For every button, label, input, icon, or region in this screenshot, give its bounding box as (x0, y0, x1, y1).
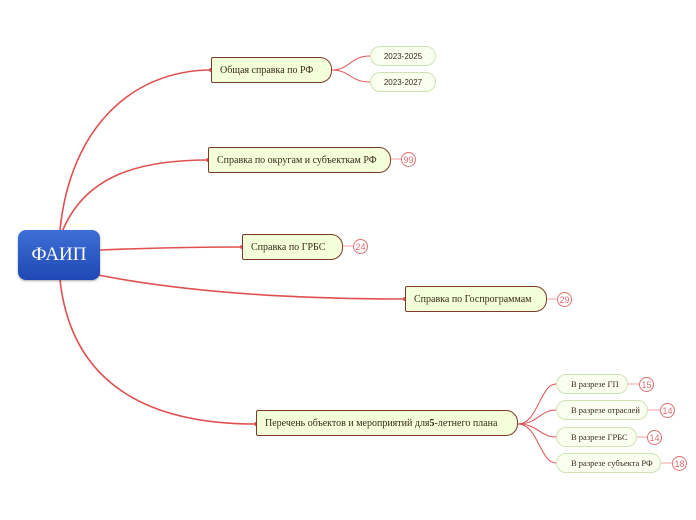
root-node[interactable]: ФАИП (18, 230, 100, 280)
node-label: В разрезе субъекта РФ (571, 458, 653, 468)
node-label: Справка по ГРБС (251, 241, 326, 253)
node-by-sectors[interactable]: В разрезе отраслей (556, 400, 648, 420)
node-label: В разрезе отраслей (571, 405, 640, 415)
count-badge-programs: 29 (557, 292, 572, 307)
node-by-subject[interactable]: В разрезе субъекта РФ (556, 453, 661, 473)
node-grbs-summary[interactable]: Справка по ГРБС (242, 234, 343, 260)
node-label-bold: 5 (429, 417, 435, 429)
node-districts-summary[interactable]: Справка по округам и субъекткам РФ (208, 147, 391, 173)
count-badge-gp: 15 (639, 377, 654, 392)
node-programs-summary[interactable]: Справка по Госпрограммам (405, 286, 547, 312)
edge-root-general (59, 69, 213, 231)
node-period-2023-2025[interactable]: 2023-2025 (370, 46, 436, 66)
node-label: Справка по Госпрограммам (414, 293, 532, 305)
edge-list-gp (517, 383, 557, 425)
node-label-prefix: Перечень объектов и мероприятий для (265, 417, 430, 429)
count-badge-grbs: 24 (353, 239, 368, 254)
edge-root-list (59, 279, 257, 425)
edge-list-sectors (517, 409, 557, 425)
edge-list-grbs (517, 423, 557, 438)
edge-list-subject (517, 423, 557, 464)
node-by-grbs[interactable]: В разрезе ГРБС (556, 427, 637, 447)
node-label: Общая справка по РФ (220, 64, 314, 76)
node-label: В разрезе ГРБС (571, 432, 628, 442)
node-by-gp[interactable]: В разрезе ГП (556, 374, 628, 394)
node-label: 2023-2025 (383, 51, 423, 61)
node-label: Справка по округам и субъекткам РФ (217, 154, 377, 166)
count-badge-by-grbs: 14 (647, 430, 662, 445)
node-label: 2023-2027 (383, 77, 423, 87)
node-label: В разрезе ГП (571, 379, 619, 389)
node-label-suffix: -летнего плана (434, 417, 498, 429)
edge-root-programs (97, 274, 406, 300)
node-objects-list[interactable]: Перечень объектов и мероприятий для 5-ле… (256, 410, 518, 436)
count-badge-sectors: 14 (660, 403, 675, 418)
node-period-2023-2027[interactable]: 2023-2027 (370, 72, 436, 92)
edge-general-2027 (331, 69, 371, 83)
count-badge-districts: 99 (401, 152, 416, 167)
edge-root-grbs (99, 246, 243, 251)
edge-root-districts (61, 159, 209, 233)
root-label: ФАИП (31, 244, 87, 265)
node-general-summary[interactable]: Общая справка по РФ (211, 57, 332, 83)
edge-general-2025 (331, 55, 371, 71)
count-badge-subject: 18 (672, 456, 687, 471)
